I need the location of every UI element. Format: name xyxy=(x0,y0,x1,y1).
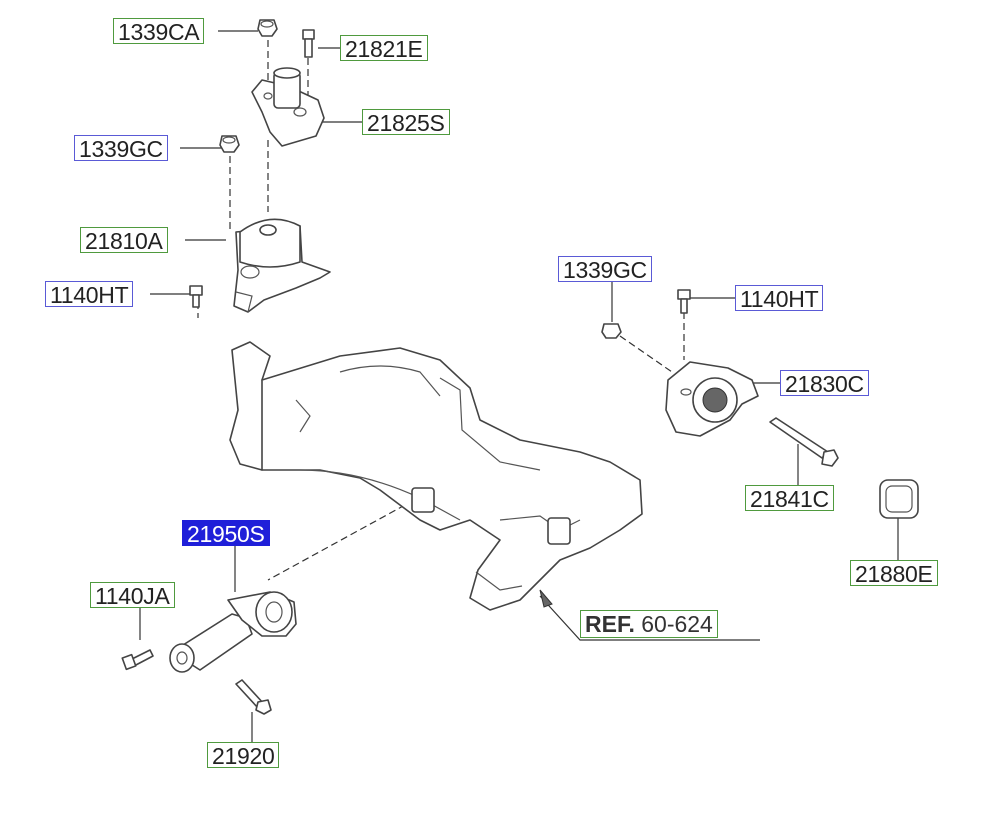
bracket-21825s xyxy=(251,67,325,147)
callout-1339gc-top[interactable]: 1339GC xyxy=(74,135,168,162)
rod-21950s xyxy=(169,591,297,673)
bolt-1140ht-left xyxy=(189,285,203,308)
bolt-21821e xyxy=(302,29,315,58)
subframe xyxy=(229,341,643,611)
bolt-1140ja xyxy=(121,649,154,671)
callout-1140ht-right[interactable]: 1140HT xyxy=(735,285,824,312)
callout-21950s[interactable]: 21950S xyxy=(182,520,270,547)
callout-1339ca[interactable]: 1339CA xyxy=(113,18,205,45)
bolt-21841c xyxy=(769,417,839,467)
callout-21830c[interactable]: 21830C xyxy=(780,370,869,397)
assembly-lines xyxy=(197,40,685,581)
nut-1339gc-top xyxy=(219,135,240,153)
bolt-1140ht-right xyxy=(677,289,691,314)
mount-21830c xyxy=(665,361,759,437)
callout-21821e[interactable]: 21821E xyxy=(340,35,428,62)
callout-1140ht-left[interactable]: 1140HT xyxy=(45,281,134,308)
bolt-21920 xyxy=(235,679,272,715)
nut-1339gc-right xyxy=(601,323,622,339)
reference-link[interactable]: REF. 60-624 xyxy=(580,610,718,638)
callout-1339gc-right[interactable]: 1339GC xyxy=(558,256,652,283)
nut-1339ca xyxy=(257,19,278,37)
callout-21841c[interactable]: 21841C xyxy=(745,485,834,512)
callout-21825s[interactable]: 21825S xyxy=(362,109,450,136)
callout-21810a[interactable]: 21810A xyxy=(80,227,168,254)
bushing-21880e xyxy=(879,479,919,519)
callout-21920[interactable]: 21920 xyxy=(207,742,280,769)
callout-21880e[interactable]: 21880E xyxy=(850,560,938,587)
leader-lines xyxy=(139,30,899,742)
callout-1140ja[interactable]: 1140JA xyxy=(90,582,175,609)
reference-prefix: REF. xyxy=(585,611,635,637)
reference-code: 60-624 xyxy=(641,611,713,637)
mount-21810a xyxy=(233,218,331,313)
